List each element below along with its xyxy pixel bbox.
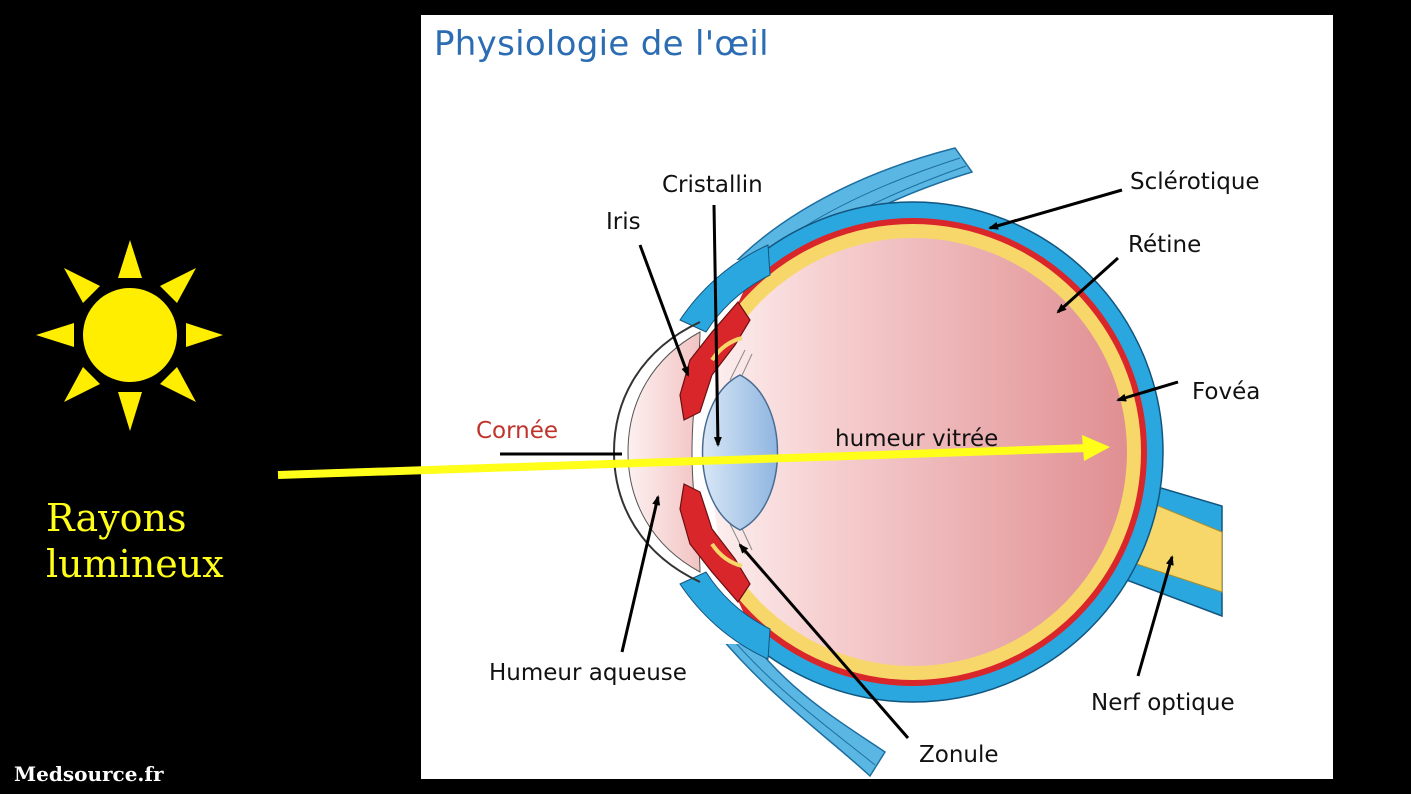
rays-label-line-1: Rayons bbox=[46, 496, 187, 540]
diagram-title: Physiologie de l'œil bbox=[434, 24, 769, 64]
sclera-front bbox=[679, 244, 771, 333]
label-cornee: Cornée bbox=[476, 418, 559, 444]
label-humeur-vitree: humeur vitrée bbox=[835, 426, 999, 452]
label-sclerotique: Sclérotique bbox=[1130, 169, 1260, 195]
credit-text: Medsource.fr bbox=[14, 762, 164, 786]
lens bbox=[701, 374, 779, 531]
label-nerf-optique: Nerf optique bbox=[1091, 690, 1235, 716]
label-humeur-aqueuse: Humeur aqueuse bbox=[489, 660, 687, 686]
label-cristallin: Cristallin bbox=[662, 172, 763, 198]
label-retine: Rétine bbox=[1128, 232, 1202, 258]
rays-label: Rayons lumineux bbox=[46, 495, 224, 587]
rays-label-line-2: lumineux bbox=[46, 542, 224, 586]
sun-icon bbox=[36, 240, 223, 431]
cornea bbox=[612, 321, 701, 583]
label-zonule: Zonule bbox=[919, 742, 999, 768]
label-arrows bbox=[620, 188, 1179, 739]
iris-lower bbox=[679, 483, 751, 603]
light-ray-arrow-icon bbox=[277, 435, 1110, 479]
iris-upper bbox=[679, 301, 751, 421]
label-iris: Iris bbox=[606, 209, 641, 235]
label-fovea: Fovéa bbox=[1192, 379, 1261, 405]
